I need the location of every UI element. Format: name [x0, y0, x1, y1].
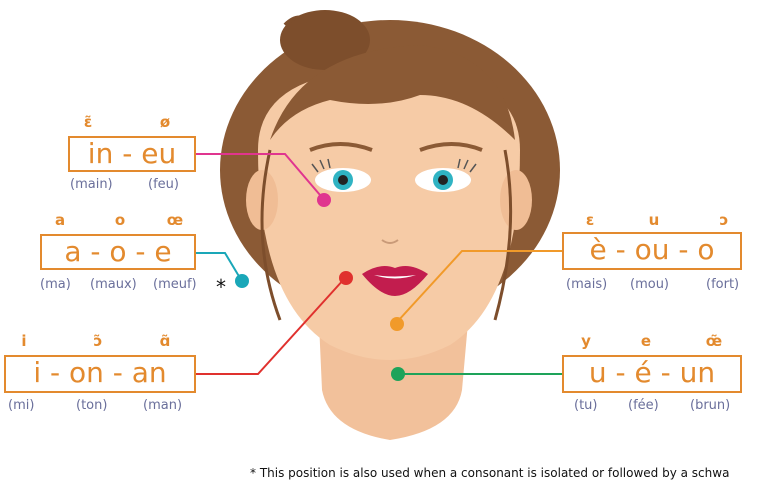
left-eye-pupil	[338, 175, 348, 185]
example-word: (mi)	[8, 398, 34, 413]
example-word: (man)	[143, 398, 182, 413]
cheek-dot	[317, 193, 331, 207]
vowel-box: in - eu	[68, 136, 196, 172]
chin-dot	[390, 317, 404, 331]
example-word: (tu)	[574, 398, 597, 413]
ipa-symbol: ɔ̃	[78, 332, 118, 350]
vowel-box: è - ou - o	[562, 232, 742, 270]
ipa-symbol: œ	[155, 211, 195, 229]
example-word: (feu)	[148, 177, 179, 192]
right-eye-pupil	[438, 175, 448, 185]
ipa-symbol: a	[40, 211, 80, 229]
example-word: (maux)	[90, 277, 137, 292]
ipa-symbol: e	[626, 332, 666, 350]
vowel-box: a - o - e	[40, 234, 196, 270]
ipa-symbol: ɔ	[704, 211, 744, 229]
example-word: (brun)	[690, 398, 730, 413]
vowel-box: i - on - an	[4, 355, 196, 393]
ipa-symbol: y	[566, 332, 606, 350]
neck-dot	[391, 367, 405, 381]
ipa-symbol: u	[634, 211, 674, 229]
example-word: (mou)	[630, 277, 669, 292]
footnote: * This position is also used when a cons…	[250, 466, 729, 480]
example-word: (ton)	[76, 398, 107, 413]
right-ear	[500, 170, 532, 230]
example-word: (mais)	[566, 277, 607, 292]
ipa-symbol: o	[100, 211, 140, 229]
lip-dot	[339, 271, 353, 285]
ipa-symbol: ɛ	[570, 211, 610, 229]
ipa-symbol: ɑ̃	[145, 332, 185, 350]
example-word: (ma)	[40, 277, 71, 292]
asterisk-marker: *	[216, 275, 226, 299]
example-word: (fée)	[628, 398, 659, 413]
ipa-symbol: ø	[145, 113, 185, 131]
example-word: (fort)	[706, 277, 739, 292]
example-word: (main)	[70, 177, 113, 192]
vowel-box: u - é - un	[562, 355, 742, 393]
ipa-symbol: i	[4, 332, 44, 350]
ipa-symbol: œ̃	[694, 332, 734, 350]
jaw-dot	[235, 274, 249, 288]
example-word: (meuf)	[153, 277, 197, 292]
ipa-symbol: ɛ̃	[68, 113, 108, 131]
